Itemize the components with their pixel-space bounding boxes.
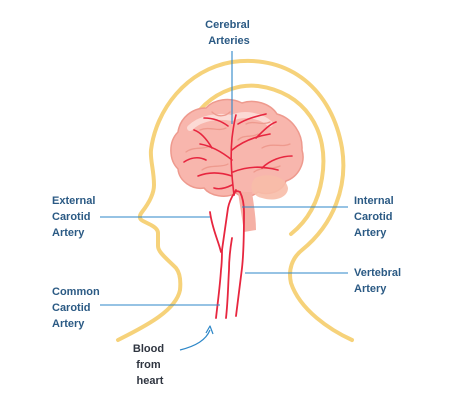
vertebral-artery	[235, 191, 245, 317]
label-cerebral-arteries: Cerebral Arteries	[205, 19, 253, 47]
arrow-head	[205, 325, 214, 335]
common-carotid-artery	[215, 249, 223, 319]
label-vertebral-artery: Vertebral Artery	[354, 267, 404, 295]
head-silhouette	[116, 58, 354, 342]
label-internal-carotid-artery: Internal Carotid Artery	[354, 195, 397, 239]
brainstem	[238, 192, 256, 232]
brain	[170, 98, 304, 232]
label-external-carotid-artery: External Carotid Artery	[52, 195, 98, 239]
heart-flow-arrow	[179, 329, 211, 351]
label-common-carotid-artery: Common Carotid Artery	[52, 286, 103, 330]
cerebellum	[251, 175, 288, 200]
internal-carotid-artery	[221, 189, 237, 251]
leader-lines	[100, 51, 348, 351]
cerebral-arteries	[183, 113, 293, 196]
label-blood-from-heart: Blood from heart	[133, 343, 167, 387]
common-carotid-artery-2	[225, 237, 233, 319]
neck-arteries	[209, 189, 245, 319]
external-carotid-artery	[209, 211, 222, 253]
